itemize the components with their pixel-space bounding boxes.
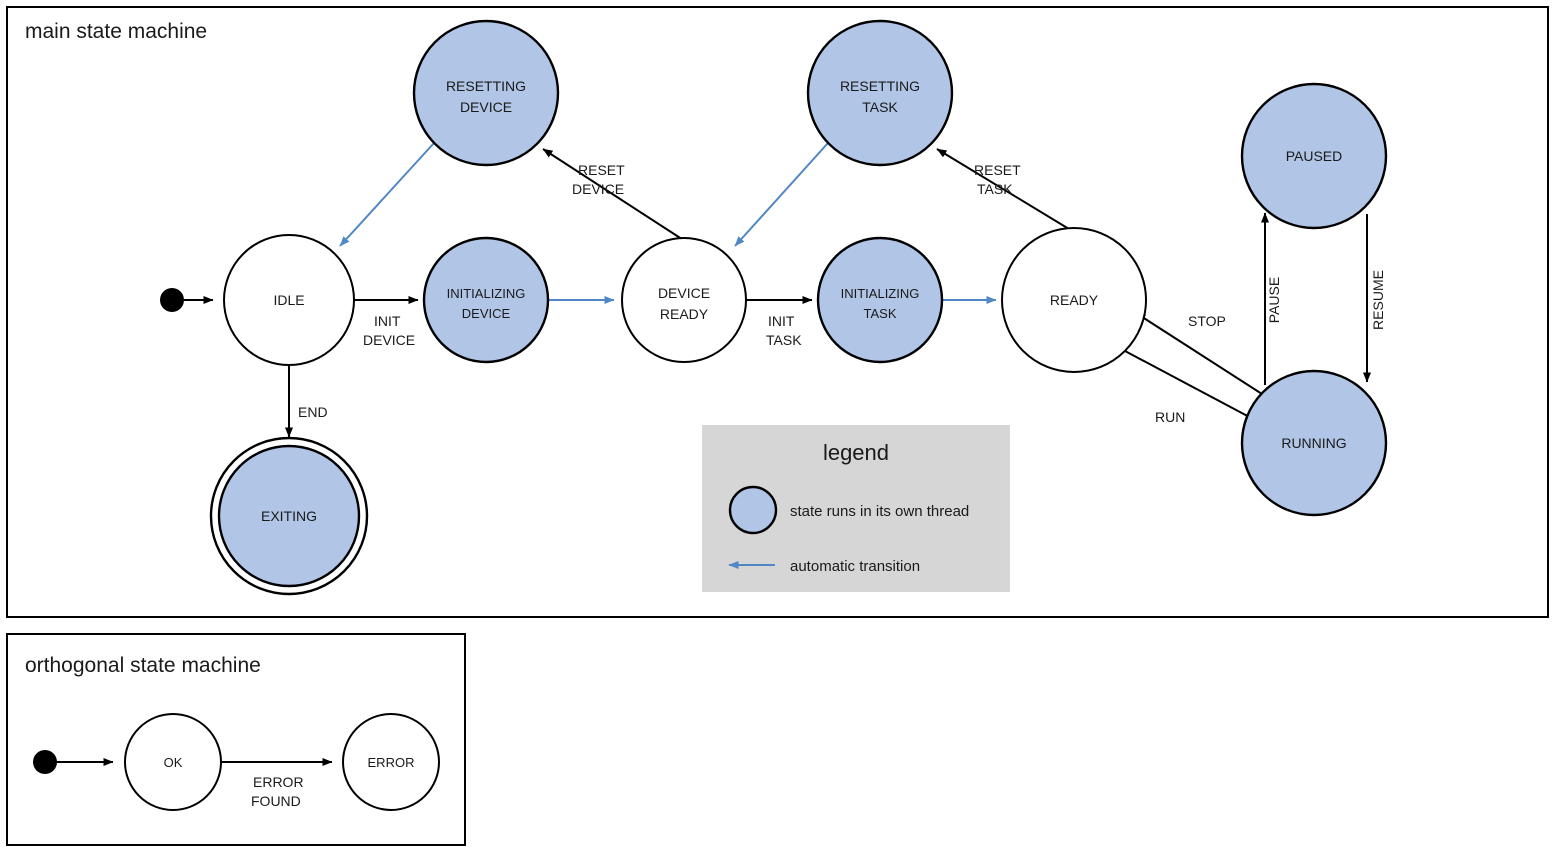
transition-idle-to-initializing-device[interactable]: INIT DEVICE — [354, 296, 419, 348]
transition-label-line-1: ERROR — [253, 774, 304, 790]
orthogonal-frame-title: orthogonal state machine — [25, 654, 261, 677]
transition-device-ready-to-resetting-device[interactable]: RESET DEVICE — [542, 148, 689, 244]
state-resetting-device[interactable]: RESETTING DEVICE — [412, 19, 560, 167]
state-label-line-2: READY — [660, 306, 709, 322]
main-states-layer: IDLE RESETTING DEVICE INITIALIZING DEVIC… — [160, 19, 1388, 596]
transition-line — [339, 142, 435, 247]
state-circle — [621, 237, 747, 363]
state-label-line-1: INITIALIZING — [447, 286, 526, 301]
state-ready[interactable]: READY — [1001, 227, 1147, 373]
state-running[interactable]: RUNNING — [1240, 369, 1388, 517]
state-circle — [1001, 227, 1147, 373]
legend-item-thread-state: state runs in its own thread — [728, 485, 969, 535]
state-exiting[interactable]: EXITING — [209, 436, 369, 596]
transition-label-line-1: RESET — [974, 162, 1021, 178]
state-circle — [223, 234, 355, 366]
legend-item-auto-transition: automatic transition — [728, 558, 920, 575]
transition-line — [734, 142, 829, 247]
state-label-line-2: DEVICE — [462, 306, 511, 321]
transition-label-line-1: RUN — [1155, 409, 1185, 425]
state-label-line-1: INITIALIZING — [841, 286, 920, 301]
state-label-line-1: RESETTING — [840, 78, 920, 94]
transition-running-to-paused[interactable]: PAUSE — [1261, 212, 1282, 385]
transition-line — [1135, 312, 1263, 395]
transition-device-ready-to-initializing-task[interactable]: INIT TASK — [746, 296, 813, 348]
state-circle — [124, 713, 222, 811]
state-label-line-1: IDLE — [273, 292, 304, 308]
transition-ok-to-error[interactable]: ERROR FOUND — [221, 758, 333, 809]
state-circle — [816, 236, 944, 364]
transition-label-line-1: INIT — [374, 313, 401, 329]
transition-label-line-2: TASK — [766, 332, 802, 348]
transition-label-line-1: RESET — [578, 162, 625, 178]
state-label-line-2: TASK — [862, 99, 898, 115]
state-circle — [806, 19, 954, 167]
state-initializing-task[interactable]: INITIALIZING TASK — [816, 236, 944, 364]
state-paused[interactable]: PAUSED — [1240, 82, 1388, 230]
state-circle — [422, 236, 550, 364]
state-label-line-1: EXITING — [261, 508, 317, 524]
transition-ready-to-running[interactable]: RUN — [1124, 350, 1256, 425]
final-state-outer-ring — [209, 436, 369, 596]
state-circle — [342, 713, 440, 811]
transition-paused-to-running[interactable]: RESUME — [1363, 214, 1386, 383]
initial-state-dot-orthogonal[interactable] — [33, 750, 57, 774]
legend-item-label: automatic transition — [790, 558, 920, 575]
state-label-line-1: DEVICE — [658, 285, 710, 301]
transition-line — [542, 148, 689, 244]
state-label-line-2: TASK — [864, 306, 897, 321]
orthogonal-states-layer: OK ERROR — [33, 713, 440, 811]
transition-label-line-2: DEVICE — [363, 332, 415, 348]
initial-state-dot-main[interactable] — [160, 288, 184, 312]
state-error[interactable]: ERROR — [342, 713, 440, 811]
transition-label-line-1: STOP — [1188, 313, 1226, 329]
transition-line — [936, 148, 1070, 230]
transition-label-line-1: RESUME — [1370, 270, 1386, 330]
state-circle — [1240, 82, 1388, 230]
state-label-line-1: ERROR — [368, 755, 415, 770]
transition-label-line-1: INIT — [768, 313, 795, 329]
transition-resetting-task-to-device-ready[interactable] — [734, 142, 829, 247]
transition-label-line-1: PAUSE — [1266, 277, 1282, 323]
main-transitions-layer: INIT DEVICE END RESET DEVICE — [184, 142, 1386, 438]
state-label-line-1: PAUSED — [1286, 148, 1343, 164]
transition-line — [1124, 350, 1256, 421]
orthogonal-transitions-layer: ERROR FOUND — [57, 758, 333, 809]
transition-label-line-2: FOUND — [251, 793, 301, 809]
transition-label-line-2: DEVICE — [572, 181, 624, 197]
transition-resetting-device-to-idle[interactable] — [339, 142, 435, 247]
state-label-line-1: OK — [164, 755, 183, 770]
state-circle — [217, 444, 361, 588]
legend-item-label: state runs in its own thread — [790, 503, 969, 520]
state-circle — [412, 19, 560, 167]
state-label-line-1: RESETTING — [446, 78, 526, 94]
state-label-line-1: RUNNING — [1281, 435, 1346, 451]
state-initializing-device[interactable]: INITIALIZING DEVICE — [422, 236, 550, 364]
state-label-line-1: READY — [1050, 292, 1099, 308]
legend-title: legend — [823, 440, 889, 465]
state-device-ready[interactable]: DEVICE READY — [621, 237, 747, 363]
transition-running-to-ready[interactable]: STOP — [1135, 312, 1263, 395]
state-idle[interactable]: IDLE — [223, 234, 355, 366]
transition-ready-to-resetting-task[interactable]: RESET TASK — [936, 148, 1070, 230]
transition-label-line-2: TASK — [977, 181, 1013, 197]
state-label-line-2: DEVICE — [460, 99, 512, 115]
transition-label-line-1: END — [298, 404, 328, 420]
filled-circle-icon — [728, 485, 778, 535]
main-frame-title: main state machine — [25, 20, 207, 43]
state-resetting-task[interactable]: RESETTING TASK — [806, 19, 954, 167]
transition-idle-to-exiting[interactable]: END — [285, 365, 328, 438]
legend: legend state runs in its own thread auto… — [702, 425, 1010, 592]
state-circle — [1240, 369, 1388, 517]
state-ok[interactable]: OK — [124, 713, 222, 811]
